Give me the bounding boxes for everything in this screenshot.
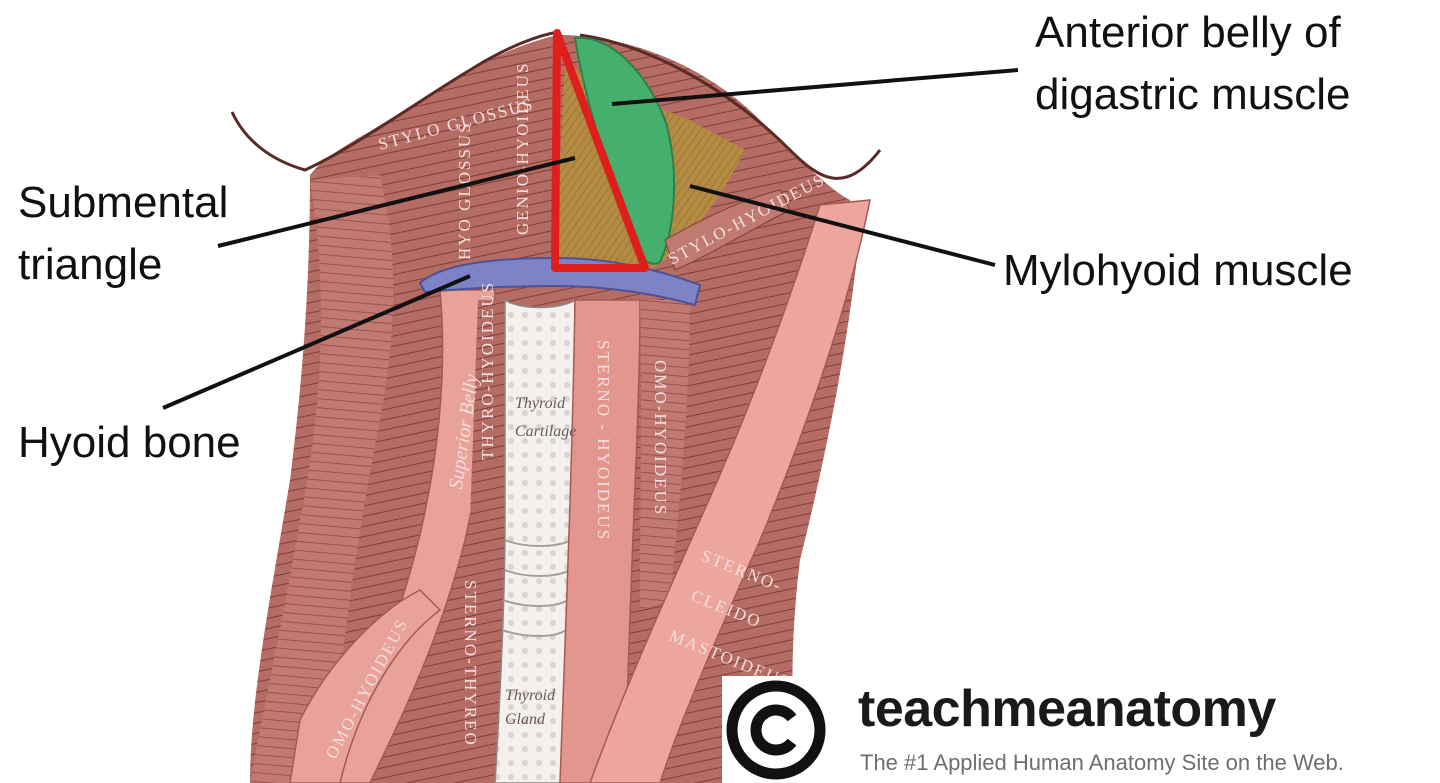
right-sternocleidomastoid (589, 199, 871, 783)
leader-hyoid-bone (162, 274, 471, 410)
submental-triangle-outline (551, 29, 649, 272)
thyro-hyoideus-text: THYRO-HYOIDEUS (478, 281, 497, 460)
label-hyoid-bone: Hyoid bone (18, 418, 241, 467)
leader-anterior-belly (611, 68, 1019, 106)
thyroid-gland-line-1: Thyroid (505, 687, 556, 704)
leader-mylohyoid (689, 184, 996, 267)
jaw-edge-left (230, 30, 559, 172)
thyroid-cartilage-line-1: Thyroid (515, 395, 566, 412)
left-lower-strap (289, 589, 442, 783)
left-outer-muscle (250, 175, 394, 783)
trachea-rings (501, 539, 573, 637)
genio-hyoideus-text: GENIO-HYOIDEUS (513, 62, 532, 235)
thyroid-cartilage-line-2: Cartilage (515, 423, 576, 440)
thyroid-gland-line-2: Gland (505, 711, 546, 728)
right-omohyoid (640, 300, 690, 610)
jaw-edge-right (579, 33, 882, 180)
hyo-glossus-text: HYO GLOSSUS (455, 121, 474, 260)
watermark-tagline: The #1 Applied Human Anatomy Site on the… (860, 750, 1344, 775)
thyro-hyoid-strip (470, 300, 508, 520)
right-sternohyoid (559, 299, 641, 783)
copyright-icon (726, 680, 826, 780)
watermark-box (722, 676, 1440, 783)
watermark-brand: teachmeanatomy (858, 680, 1276, 738)
sterno-thyreo-text: STERNO-THYREO (461, 580, 480, 747)
leader-submental-triangle (217, 156, 576, 248)
label-mylohyoid-muscle: Mylohyoid muscle (1003, 246, 1353, 295)
omo-hyoideus-text: OMO-HYOIDEUS (651, 360, 670, 516)
label-anterior-belly-digastric: Anterior belly of digastric muscle (1035, 8, 1351, 119)
sterno-hyoideus-text: STERNO - HYOIDEUS (594, 340, 613, 541)
label-submental-triangle: Submental triangle (18, 178, 229, 289)
